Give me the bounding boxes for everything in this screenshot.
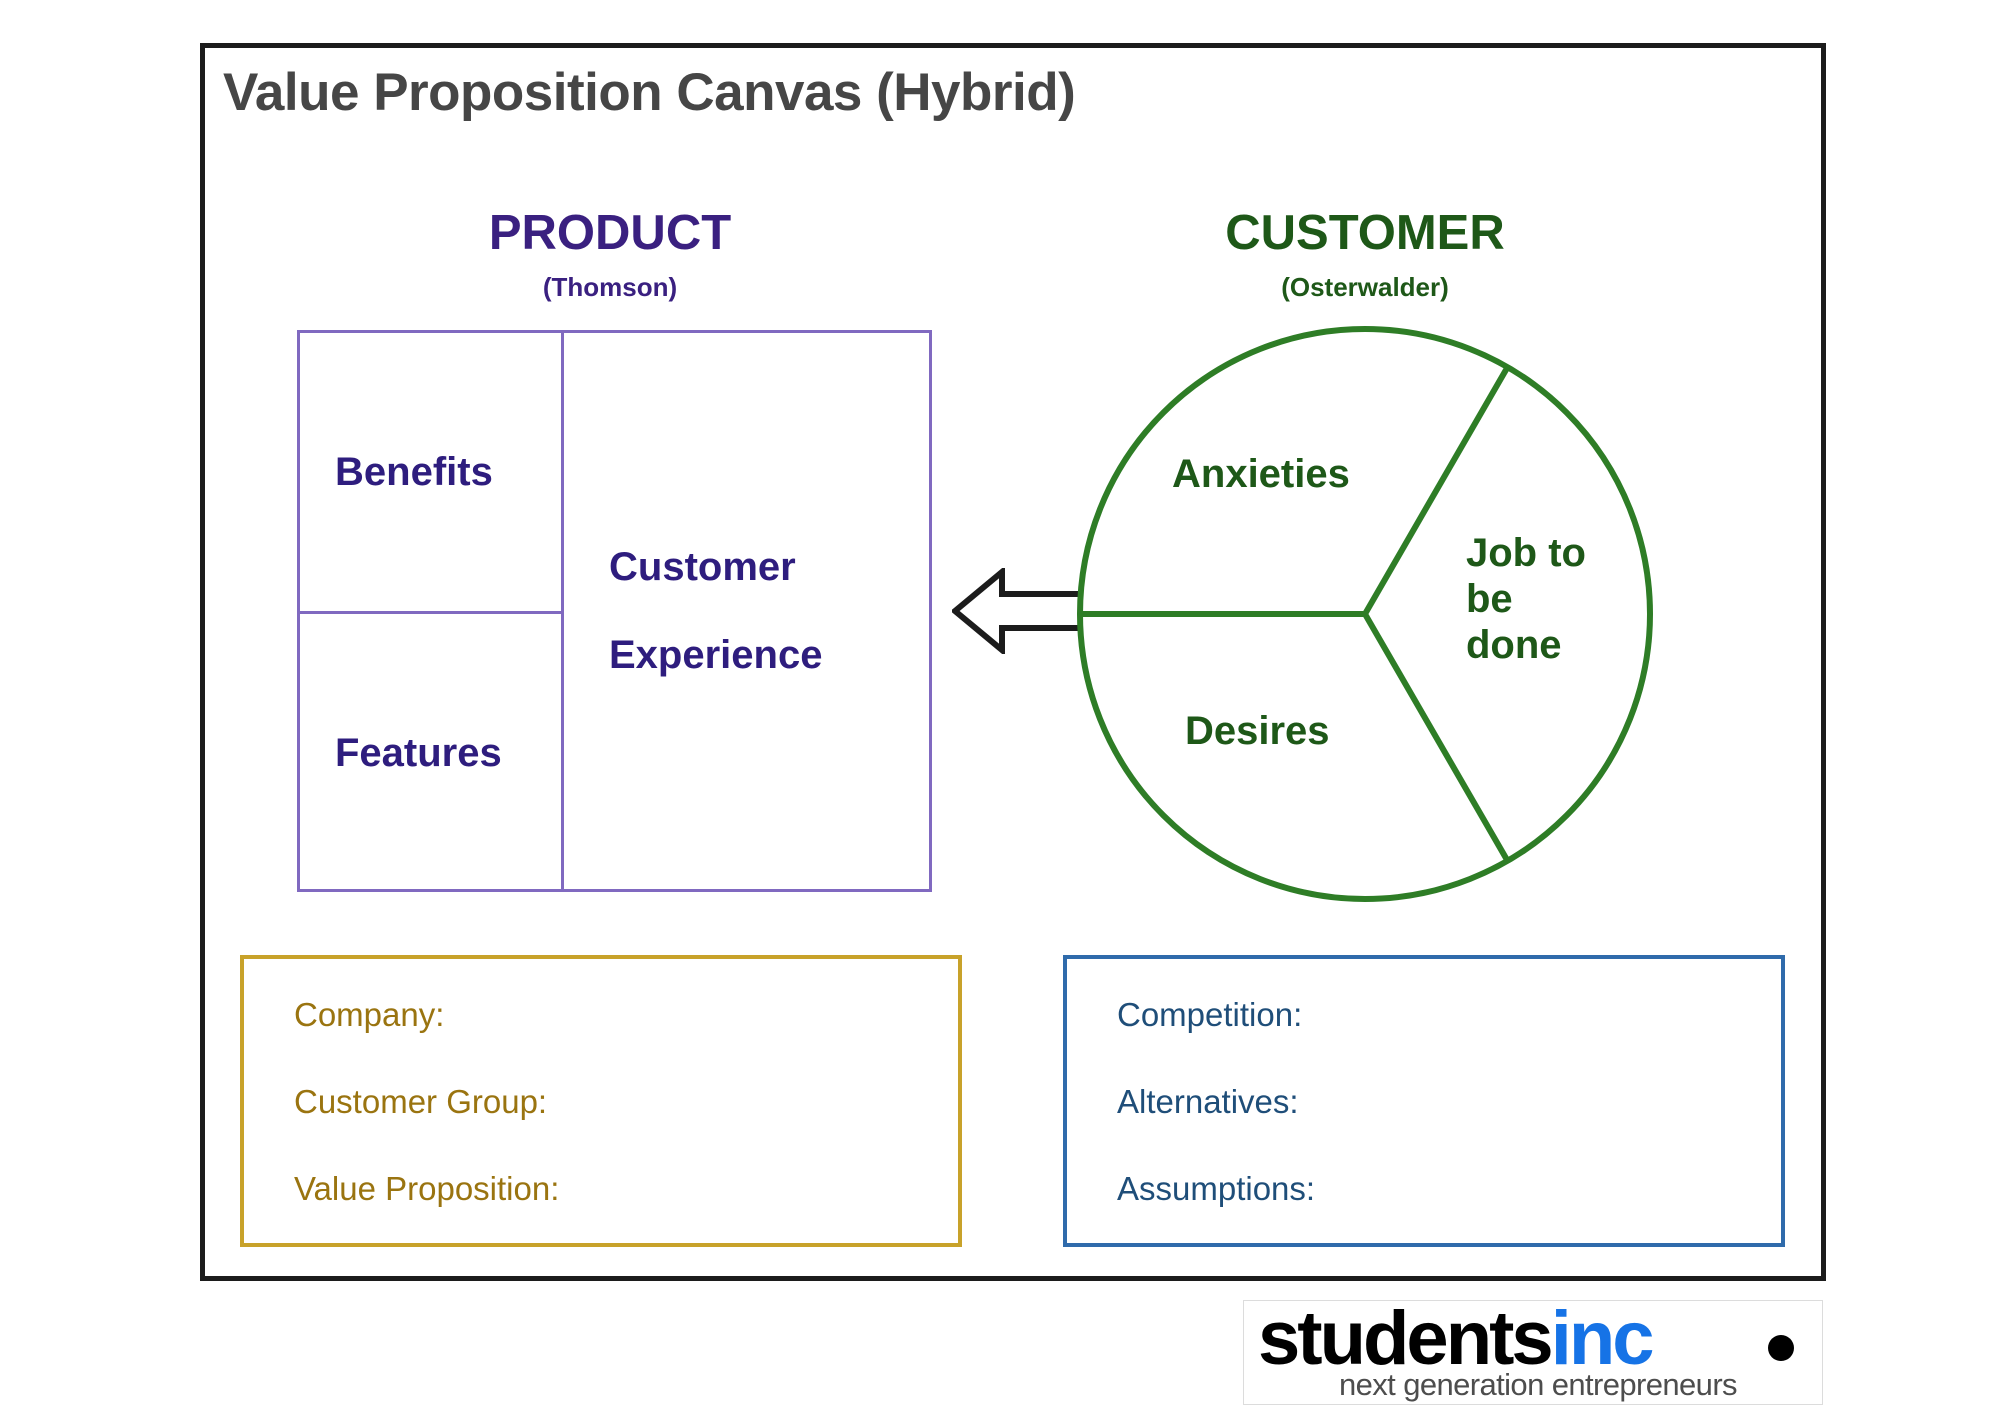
customer-experience-cell[interactable]: Customer Experience — [564, 333, 929, 889]
assumptions-field: Assumptions: — [1117, 1169, 1316, 1207]
customer-column-heading: CUSTOMER — [1225, 206, 1505, 260]
features-cell[interactable]: Features — [300, 614, 561, 892]
segment-label-desires: Desires — [1185, 709, 1330, 753]
product-box: Benefits Features Customer Experience — [297, 330, 932, 892]
logo-dot-icon — [1768, 1335, 1794, 1361]
spacer — [294, 1118, 958, 1172]
customer-experience-label-line1: Customer — [609, 545, 796, 589]
spacer — [1117, 1118, 1781, 1172]
segment-divider-upper-right — [1362, 365, 1511, 616]
customer-jobs-circle — [1077, 326, 1653, 902]
product-column-heading: PRODUCT — [488, 206, 732, 260]
studentsinc-logo: studentsinc next generation entrepreneur… — [1243, 1300, 1823, 1405]
job-label-line1: Job to — [1466, 531, 1586, 575]
job-label-line2: be — [1466, 577, 1513, 621]
customer-group-field: Customer Group: — [294, 1082, 548, 1120]
value-proposition-field: Value Proposition: — [294, 1169, 560, 1207]
features-label: Features — [335, 730, 502, 775]
alternatives-field: Alternatives: — [1117, 1082, 1299, 1120]
benefits-cell[interactable]: Benefits — [300, 333, 561, 614]
company-field: Company: — [294, 995, 445, 1033]
segment-label-job-to-be-done: Job to be done — [1466, 530, 1646, 668]
customer-column-subtitle: (Osterwalder) — [1281, 272, 1449, 302]
logo-word-students: students — [1258, 1300, 1554, 1381]
segment-divider-lower-right — [1362, 612, 1511, 863]
company-box[interactable]: Company: Customer Group: Value Propositi… — [240, 955, 962, 1247]
logo-wordmark: studentsinc — [1258, 1300, 1655, 1382]
product-left-column: Benefits Features — [300, 333, 564, 889]
product-column-subtitle: (Thomson) — [542, 272, 678, 302]
competition-box[interactable]: Competition: Alternatives: Assumptions: — [1063, 955, 1785, 1247]
segment-label-anxieties: Anxieties — [1172, 452, 1350, 496]
benefits-label: Benefits — [335, 449, 493, 494]
logo-tagline: next generation entrepreneurs — [1339, 1367, 1738, 1402]
spacer — [294, 1031, 958, 1085]
logo-word-inc: inc — [1550, 1300, 1655, 1381]
job-label-line3: done — [1466, 623, 1562, 667]
page-title: Value Proposition Canvas (Hybrid) — [223, 63, 1076, 122]
competition-field: Competition: — [1117, 995, 1303, 1033]
left-arrow-icon — [952, 568, 1084, 654]
customer-experience-label-line2: Experience — [609, 633, 823, 677]
spacer — [1117, 1031, 1781, 1085]
